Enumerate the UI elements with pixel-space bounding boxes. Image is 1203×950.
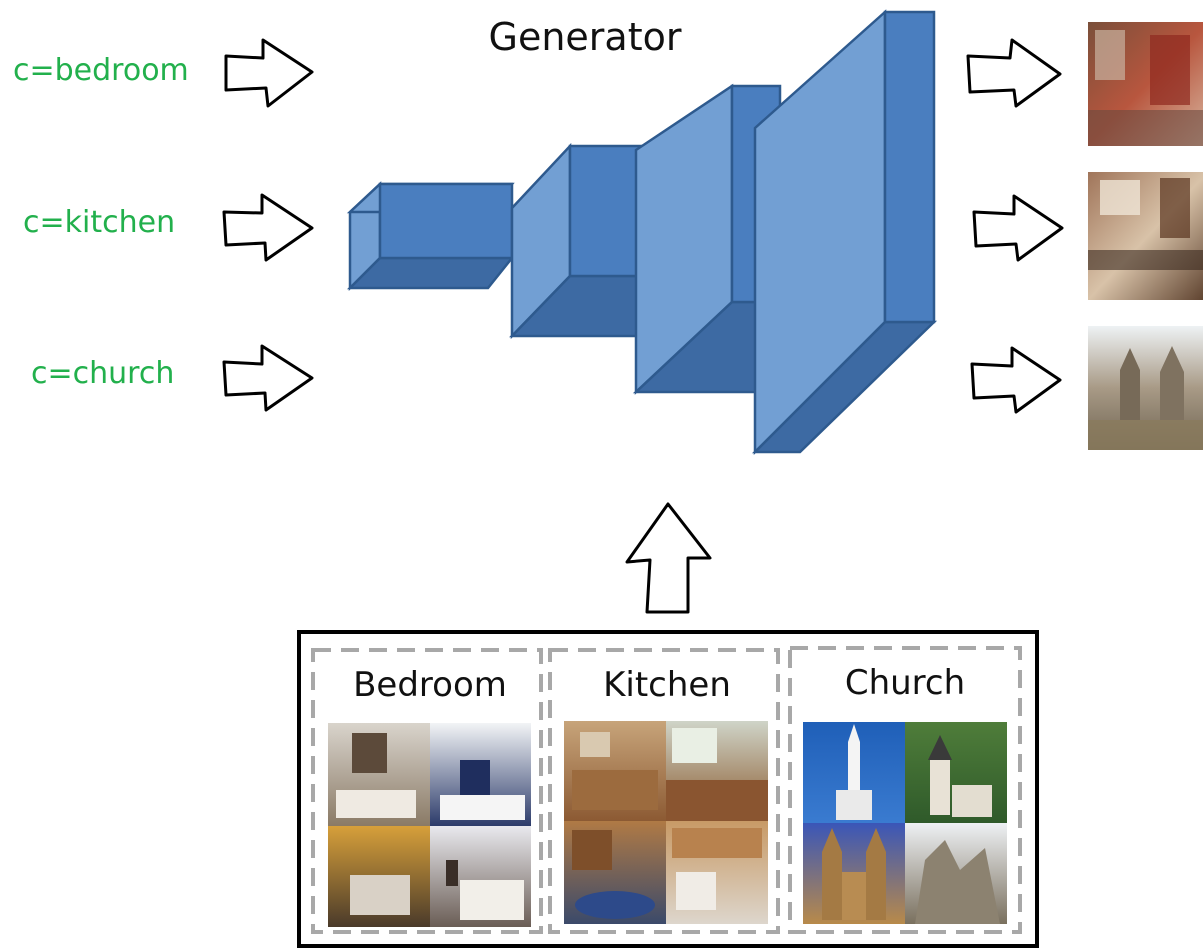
generator-block-2: [509, 142, 658, 340]
kitchen-photo-1: [564, 721, 666, 821]
condition-label-bedroom: c=bedroom: [13, 53, 189, 88]
church-photo-1: [803, 722, 905, 823]
category-title-kitchen: Kitchen: [603, 665, 731, 705]
bedroom-photo-3: [328, 826, 430, 927]
kitchen-photo-2: [666, 721, 768, 821]
output-arrow-kitchen: [972, 194, 1064, 262]
category-box-bedroom: [311, 648, 543, 934]
condition-arrow-bedroom: [224, 38, 314, 108]
category-title-bedroom: Bedroom: [353, 665, 507, 705]
condition-arrow-kitchen: [222, 193, 314, 262]
output-arrow-bedroom: [966, 38, 1062, 108]
condition-arrow-church: [222, 344, 314, 412]
generator-block-1: [346, 181, 515, 292]
church-photo-3: [803, 823, 905, 924]
bedroom-photo-1: [328, 723, 430, 826]
training-dataset-box: [297, 630, 1039, 948]
output-arrow-church: [970, 346, 1062, 414]
church-photo-2: [905, 722, 1007, 823]
kitchen-photo-3: [564, 821, 666, 924]
church-photo-4: [905, 823, 1007, 924]
category-box-church: [788, 646, 1022, 934]
generator-block-4: [751, 9, 938, 456]
generated-image-church: [1088, 326, 1203, 450]
generated-image-bedroom: [1088, 22, 1203, 146]
bedroom-photo-2: [430, 723, 531, 826]
generated-image-kitchen: [1088, 172, 1203, 300]
condition-label-kitchen: c=kitchen: [23, 205, 175, 240]
category-title-church: Church: [845, 663, 965, 703]
bedroom-photo-4: [430, 826, 531, 927]
generator-title: Generator: [489, 15, 682, 59]
dataset-up-arrow: [625, 502, 712, 614]
category-box-kitchen: [548, 648, 780, 934]
condition-label-church: c=church: [31, 356, 174, 391]
kitchen-photo-4: [666, 821, 768, 924]
